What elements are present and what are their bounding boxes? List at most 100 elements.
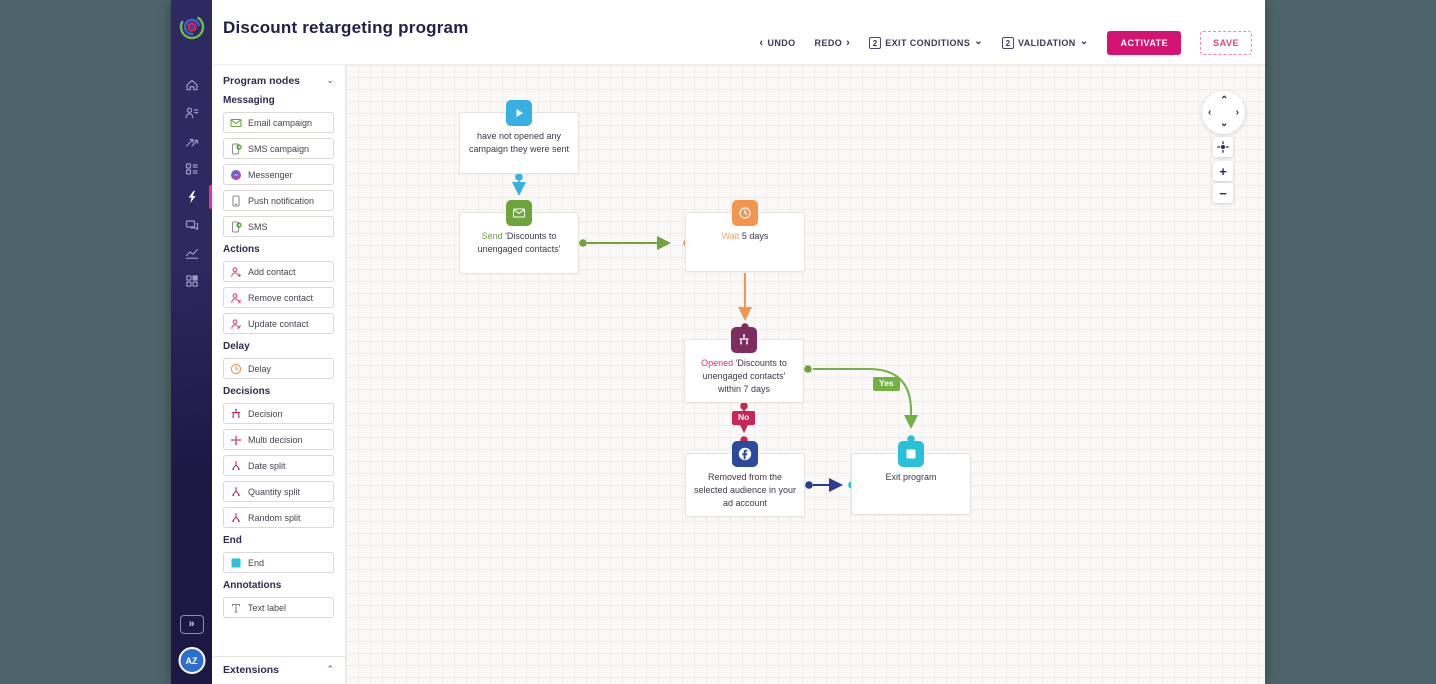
decision-split-icon (731, 327, 757, 353)
palette-item-label: Messenger (248, 169, 293, 180)
expand-sidebar-button[interactable]: » (179, 615, 204, 634)
pan-up-button[interactable]: ⌃ (1220, 95, 1229, 106)
icon-sidebar: » AZ (171, 0, 212, 684)
node-trigger[interactable]: have not opened any campaign they were s… (459, 100, 579, 174)
sidebar-item-analytics[interactable] (184, 245, 200, 261)
main-area: Discount retargeting program ‹ UNDO REDO… (212, 0, 1265, 684)
node-facebook-audience[interactable]: Removed from the selected audience in yo… (685, 441, 805, 517)
zoom-out-button[interactable]: − (1213, 183, 1233, 203)
palette-item-label: SMS (248, 221, 268, 232)
node-send-email[interactable]: Send 'Discounts to unengaged contacts' (459, 200, 579, 274)
app-window: » AZ Discount retargeting program ‹ UNDO… (171, 0, 1265, 684)
sidebar-item-apps[interactable] (184, 273, 200, 289)
node-text: have not opened any campaign they were s… (468, 131, 570, 155)
save-button[interactable]: SAVE (1200, 31, 1252, 55)
palette-item-label: Date split (248, 460, 286, 471)
undo-button[interactable]: ‹ UNDO (759, 37, 796, 49)
decision-split-icon (231, 408, 241, 418)
palette-item-sms[interactable]: SMS (223, 216, 334, 237)
palette-item-decision[interactable]: Decision (223, 403, 334, 424)
palette-item-add-contact[interactable]: Add contact (223, 261, 334, 282)
palette-item-label: Decision (248, 408, 283, 419)
palette-item-text-label[interactable]: Text label (223, 597, 334, 618)
header: Discount retargeting program ‹ UNDO REDO… (212, 0, 1265, 64)
validation-label: VALIDATION (1018, 38, 1076, 48)
undo-label: UNDO (767, 38, 796, 48)
toolbar: ‹ UNDO REDO › 2 EXIT CONDITIONS ⌄ 2 VALI… (759, 31, 1252, 55)
journey-canvas[interactable]: have not opened any campaign they were s… (346, 65, 1265, 684)
redo-button[interactable]: REDO › (814, 36, 851, 49)
person-add-icon (231, 266, 242, 277)
node-text-prefix: Wait (721, 231, 742, 241)
panel-title: Program nodes (223, 75, 301, 87)
text-label-icon (231, 603, 241, 613)
node-text: 'Discounts to unengaged contacts' (477, 231, 561, 255)
node-exit-program[interactable]: Exit program (851, 441, 971, 515)
palette-item-random-split[interactable]: Random split (223, 507, 334, 528)
sidebar-item-forms[interactable] (184, 161, 200, 177)
palette-item-push-notification[interactable]: Push notification (223, 190, 334, 211)
sidebar-item-conversations[interactable] (184, 217, 200, 233)
push-phone-icon (232, 194, 240, 207)
end-square-icon (231, 558, 241, 567)
chevron-down-icon: ⌄ (1079, 35, 1089, 47)
avatar-initials: AZ (185, 655, 198, 666)
node-decision[interactable]: Opened 'Discounts to unengaged contacts'… (684, 327, 804, 403)
redo-label: REDO (814, 38, 843, 48)
node-text: 5 days (741, 231, 769, 241)
exit-conditions-label: EXIT CONDITIONS (885, 38, 971, 48)
pan-down-button[interactable]: ⌄ (1220, 118, 1229, 129)
avatar[interactable]: AZ (178, 647, 205, 674)
node-text-prefix: Send (481, 231, 506, 241)
palette-item-update-contact[interactable]: Update contact (223, 313, 334, 334)
person-update-icon (231, 318, 241, 329)
palette-item-delay[interactable]: Delay (223, 358, 334, 379)
sidebar-item-contacts[interactable] (184, 105, 200, 121)
sidebar-item-campaigns[interactable] (184, 133, 200, 149)
palette-item-date-split[interactable]: Date split (223, 455, 334, 476)
center-view-icon (1217, 141, 1229, 153)
node-wait[interactable]: Wait 5 days (685, 200, 805, 272)
extensions-label: Extensions (223, 664, 280, 676)
palette-item-quantity-split[interactable]: Quantity split (223, 481, 334, 502)
split-icon (232, 512, 240, 522)
palette-item-email-campaign[interactable]: Email campaign (223, 112, 334, 133)
pan-right-button[interactable]: › (1235, 107, 1239, 118)
pan-left-button[interactable]: ‹ (1208, 107, 1212, 118)
edge-label-no: No (732, 411, 756, 425)
sidebar-item-automation[interactable] (184, 189, 200, 205)
sms-phone-icon (231, 220, 242, 233)
fit-view-button[interactable] (1213, 137, 1233, 157)
sidebar-item-home[interactable] (184, 77, 200, 93)
messenger-icon (231, 169, 241, 180)
palette-item-remove-contact[interactable]: Remove contact (223, 287, 334, 308)
exit-conditions-dropdown[interactable]: 2 EXIT CONDITIONS ⌄ (869, 35, 984, 49)
palette-item-multi-decision[interactable]: Multi decision (223, 429, 334, 450)
extensions-toggle[interactable]: Extensions ⌃ (212, 656, 345, 684)
panel-title-row[interactable]: Program nodes ⌄ (223, 75, 334, 87)
clock-icon (230, 363, 242, 374)
palette-item-label: Push notification (248, 195, 315, 206)
palette-item-label: Random split (248, 512, 301, 523)
page-title: Discount retargeting program (223, 18, 469, 37)
end-square-icon (898, 441, 924, 467)
split-icon (232, 486, 240, 496)
validation-dropdown[interactable]: 2 VALIDATION ⌄ (1002, 35, 1089, 49)
section-header-actions: Actions (223, 244, 260, 255)
section-header-messaging: Messaging (223, 95, 275, 106)
palette-item-sms-campaign[interactable]: SMS campaign (223, 138, 334, 159)
pan-control: ⌃ ‹ › ⌄ (1202, 91, 1245, 134)
section-header-end: End (223, 535, 242, 546)
person-remove-icon (231, 292, 241, 303)
palette-item-label: Update contact (248, 318, 309, 329)
multi-split-icon (231, 434, 241, 445)
activate-button[interactable]: ACTIVATE (1107, 31, 1182, 55)
zoom-in-button[interactable]: + (1213, 161, 1233, 181)
palette-item-label: Delay (248, 363, 272, 374)
palette-item-end[interactable]: End (223, 552, 334, 573)
chevron-down-icon: ⌄ (974, 35, 984, 47)
ortto-logo-icon[interactable] (177, 12, 207, 42)
palette-item-messenger[interactable]: Messenger (223, 164, 334, 185)
node-text-prefix: Opened (701, 358, 736, 368)
redo-arrow-icon: › (846, 36, 851, 49)
